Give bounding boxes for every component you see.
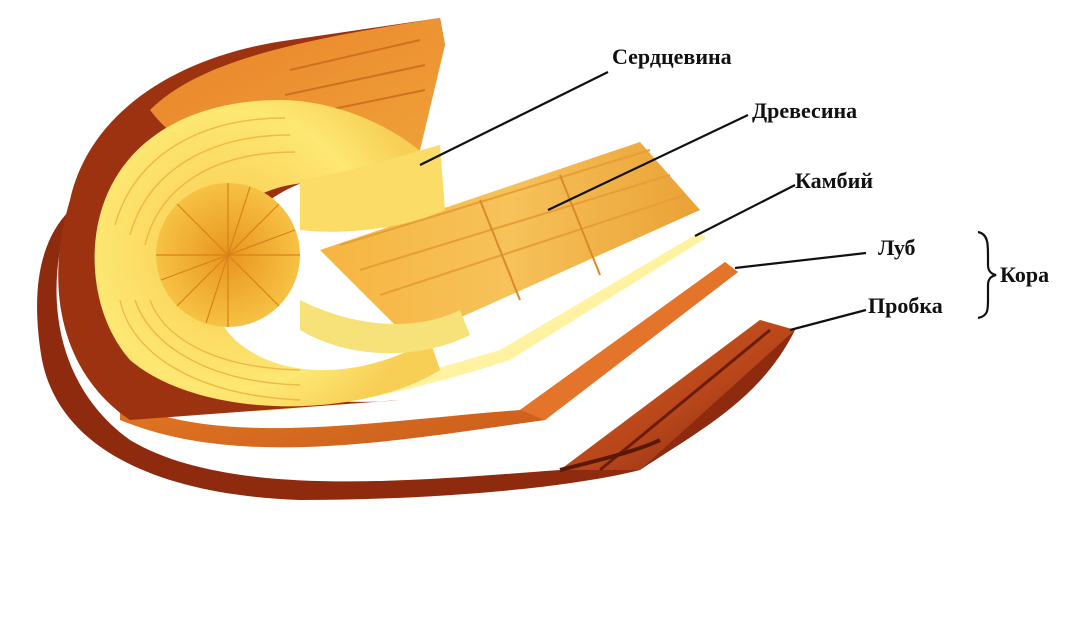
label-pith: Сердцевина [612,44,732,69]
bark-brace [977,230,997,320]
leader-wood [547,114,749,211]
bast-layer [120,262,738,448]
trunk-cross-section [58,18,470,420]
leader-cork [789,308,867,332]
label-cork: Пробка [868,293,943,318]
wood-layer [320,142,700,340]
label-bark: Кора [1000,262,1049,287]
leader-lines [419,71,867,332]
leader-bast [734,251,867,270]
leader-pith [419,71,609,166]
label-bast: Луб [878,235,916,260]
label-cambium: Камбий [795,168,873,193]
cork-layer [37,210,796,500]
leader-cambium [694,184,796,237]
label-wood: Древесина [752,98,857,123]
